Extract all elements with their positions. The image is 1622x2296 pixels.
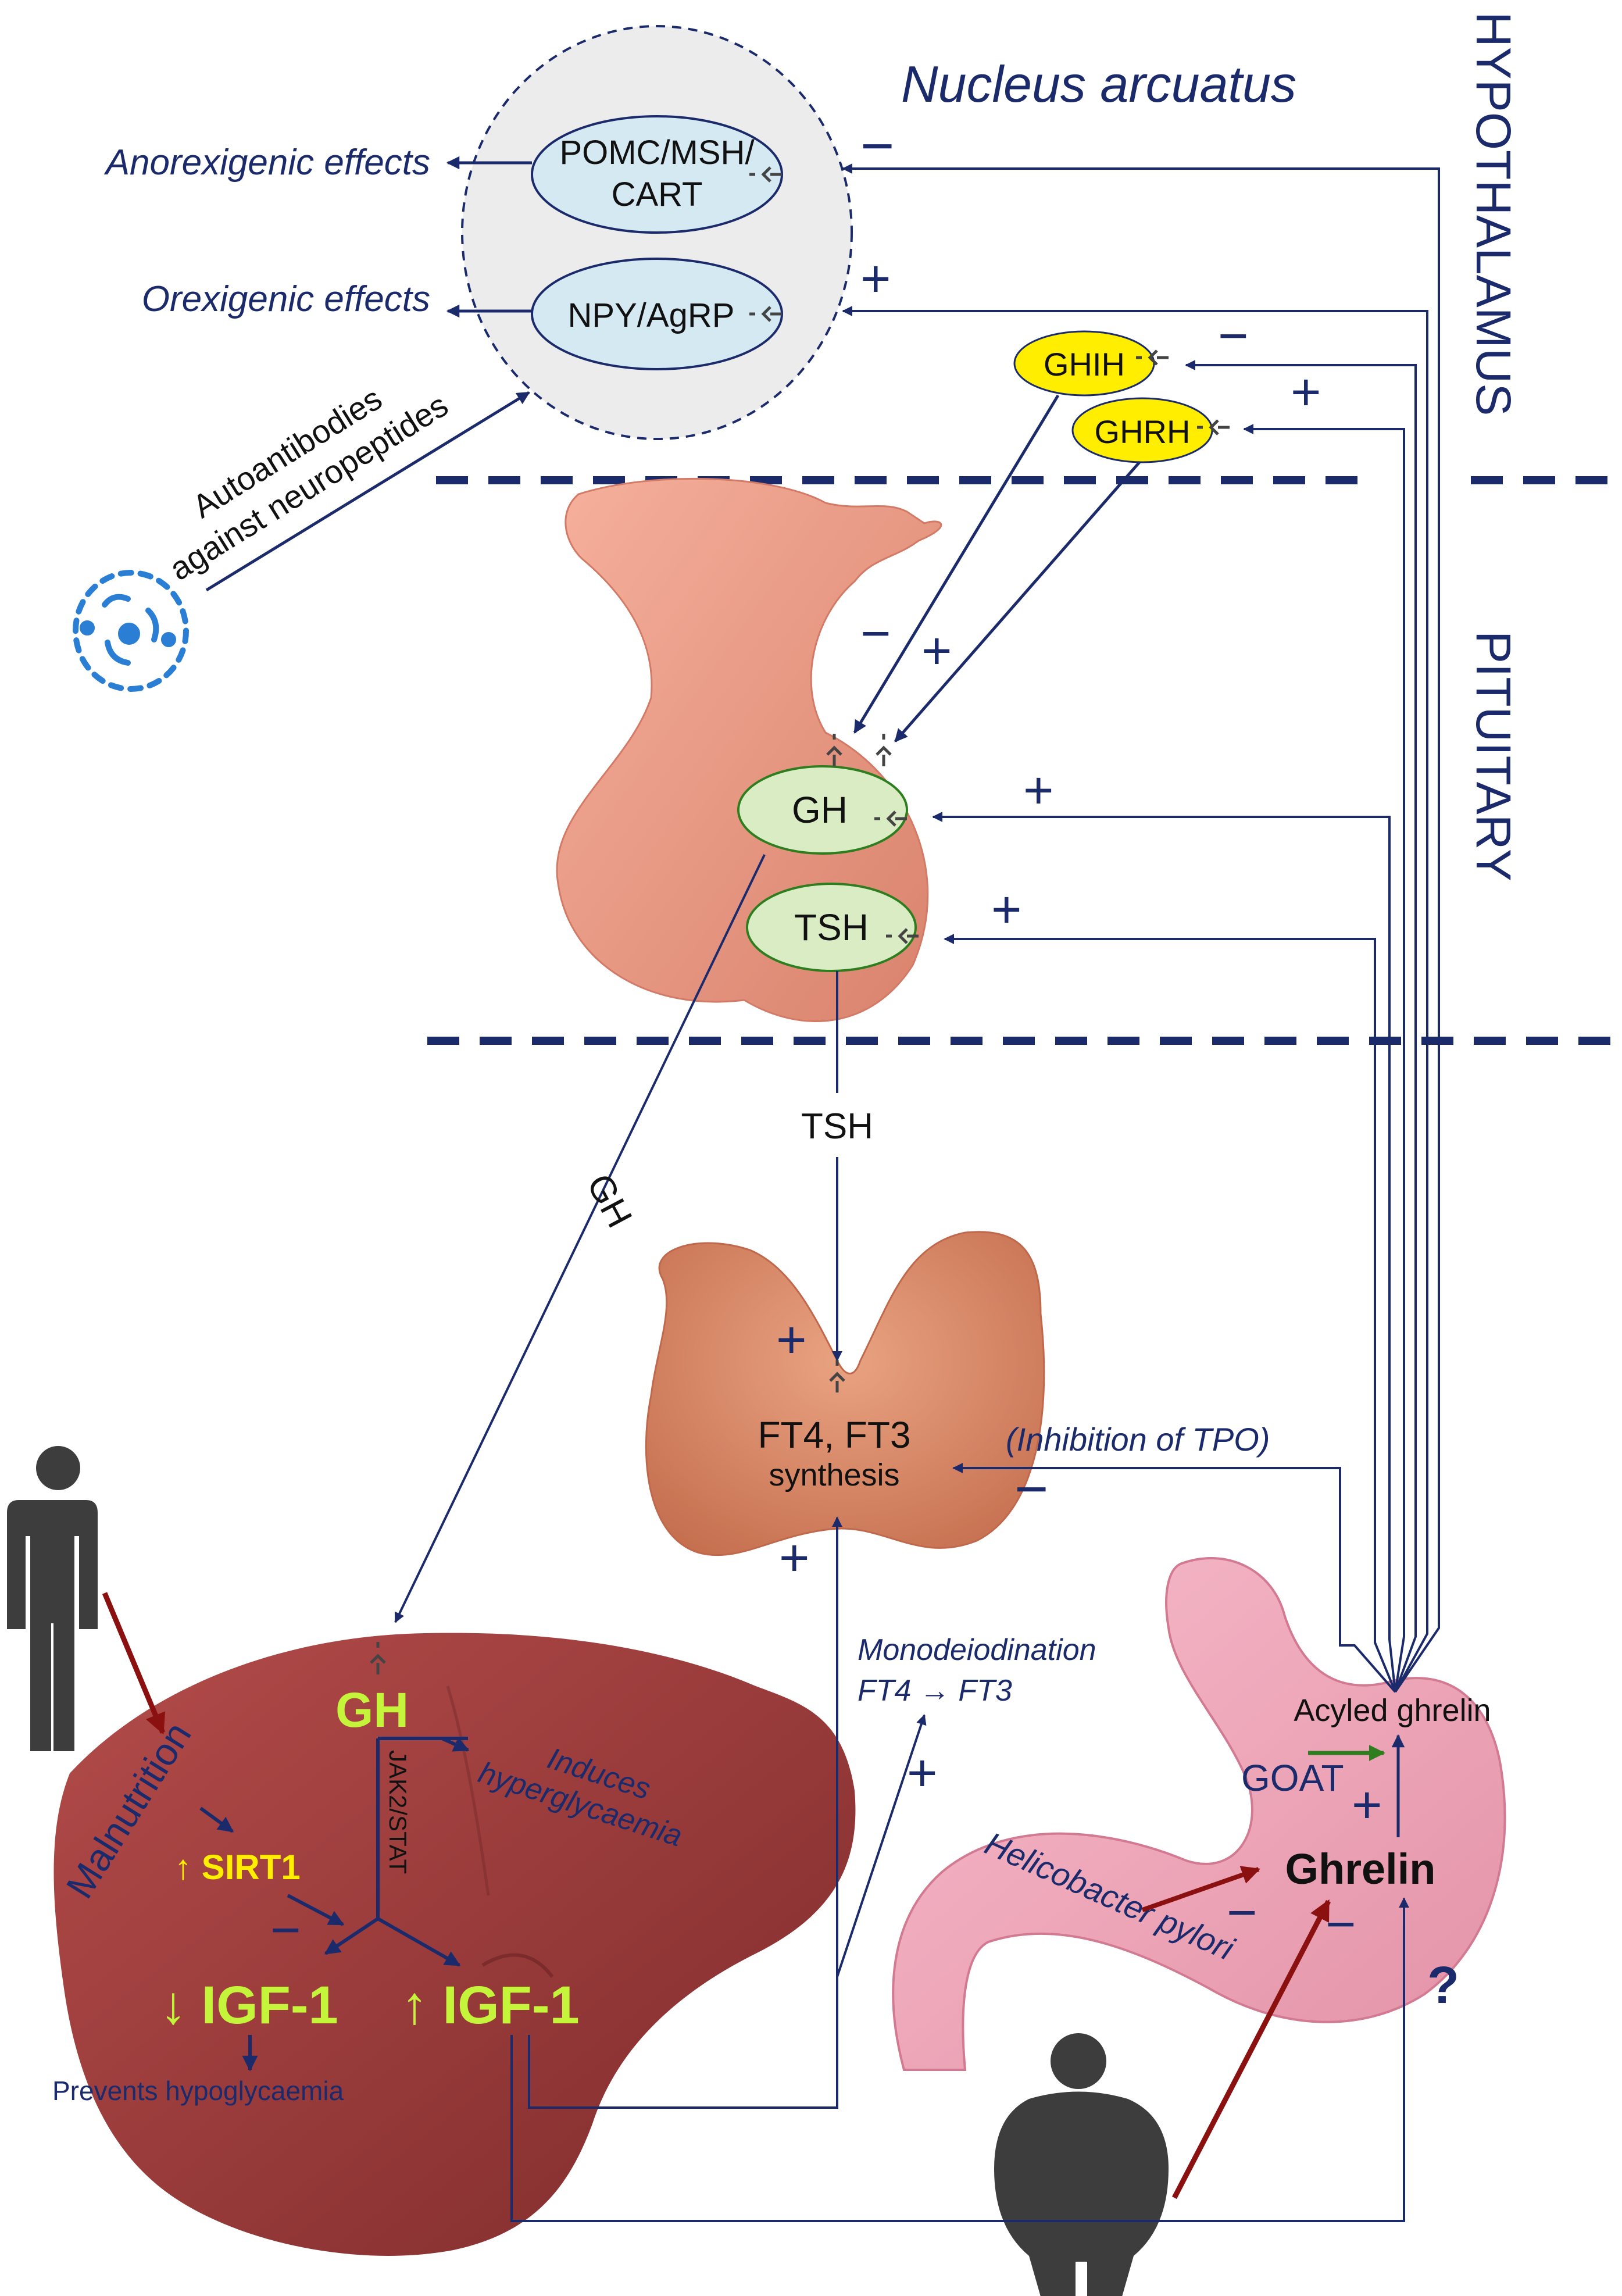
ghrh-to-gh-arrow	[894, 461, 1141, 742]
autoantibody-arrow	[205, 391, 530, 592]
gh-to-liver-arrow	[394, 854, 766, 1623]
tsh-path-label: TSH	[801, 1106, 873, 1147]
obesity-minus: −	[1326, 1895, 1356, 1954]
tsh-thyroid-plus: +	[776, 1311, 807, 1369]
liver-gh-label: GH	[335, 1683, 409, 1737]
jak-to-igf-up	[377, 1917, 461, 1967]
pomc-minus: −	[860, 113, 894, 178]
obesity-red-arrow	[1172, 1899, 1331, 2199]
prevents-label: Prevents hypoglycaemia	[52, 2076, 344, 2106]
deiodination-plus: +	[907, 1744, 938, 1802]
tsh-plus: +	[991, 881, 1022, 939]
sirt1-minus: −	[270, 1901, 301, 1959]
liver	[53, 1633, 856, 2256]
tpo-label: (Inhibition of TPO)	[1006, 1421, 1270, 1458]
thyroid-line1: FT4, FT3	[758, 1414, 910, 1456]
hypothalamus-label: HYPOTHALAMUS	[1466, 12, 1521, 416]
microbe-icon	[73, 570, 189, 692]
person-icon	[7, 1446, 98, 1751]
thyroid-line2: synthesis	[769, 1458, 899, 1492]
pomc-label-line2: CART	[612, 176, 703, 213]
npy-label: NPY/AgRP	[568, 297, 735, 334]
hpylori-minus: −	[1227, 1884, 1257, 1942]
deiodination-line2: FT4 → FT3	[858, 1674, 1012, 1708]
jak-to-igf-down	[324, 1917, 379, 1955]
ghrelin-label: Ghrelin	[1285, 1845, 1435, 1893]
stomach	[892, 1557, 1506, 2071]
thyroid-gland	[645, 1231, 1045, 1556]
pituitary-label: PITUITARY	[1466, 631, 1521, 881]
tpo-minus: −	[1014, 1456, 1048, 1522]
ghih-to-gh-arrow	[853, 394, 1060, 734]
gh-cell-label: GH	[792, 789, 848, 831]
gh-cell	[737, 765, 908, 855]
obese-person-icon	[994, 2033, 1169, 2296]
receptor-icons	[370, 166, 1230, 1674]
sirt1-label: ↑ SIRT1	[174, 1848, 301, 1887]
induces-arrow-tip	[441, 1737, 470, 1752]
ghrelin-acyl-plus: +	[1352, 1776, 1382, 1834]
ghih-label: GHIH	[1044, 346, 1125, 383]
ghrelin-feedback-lines	[842, 163, 1440, 1693]
malnutrition-to-sirt1-arrow	[199, 1806, 234, 1833]
igf-feedback-lines	[510, 1516, 1409, 2222]
jak-stat-label: JAK2/STAT	[384, 1750, 412, 1874]
malnutrition-red-arrow	[102, 1592, 166, 1735]
igf-ghrelin-question: ?	[1427, 1956, 1459, 2015]
goat-label: GOAT	[1241, 1757, 1344, 1799]
ghrh-plus: +	[1291, 363, 1321, 422]
igf-thyroid-plus: +	[779, 1529, 810, 1587]
acyled-ghrelin-label: Acyled ghrelin	[1294, 1693, 1491, 1728]
gh-plus: +	[1023, 762, 1054, 820]
orexigenic-label: Orexigenic effects	[142, 279, 430, 319]
npy-plus: +	[860, 250, 891, 308]
pomc-label-line1: POMC/MSH/	[559, 134, 755, 172]
sirt1-to-jak-arrow	[287, 1894, 345, 1926]
nucleus-arcuatus-title: Nucleus arcuatus	[901, 55, 1296, 113]
tsh-cell	[746, 883, 917, 972]
anorexigenic-label: Anorexigenic effects	[103, 142, 430, 183]
ghih-minus: −	[1218, 307, 1249, 365]
ghih-gh-minus: −	[860, 605, 891, 663]
igf-up-label: ↑ IGF-1	[401, 1976, 580, 2035]
deiodination-line1: Monodeiodination	[858, 1633, 1096, 1667]
ghrh-label: GHRH	[1095, 413, 1191, 450]
tsh-cell-label: TSH	[794, 906, 869, 948]
hpylori-to-ghrelin-arrow	[1141, 1866, 1261, 1912]
ghrh-gh-plus: +	[921, 622, 952, 680]
igf-down-label: ↓ IGF-1	[160, 1976, 338, 2035]
